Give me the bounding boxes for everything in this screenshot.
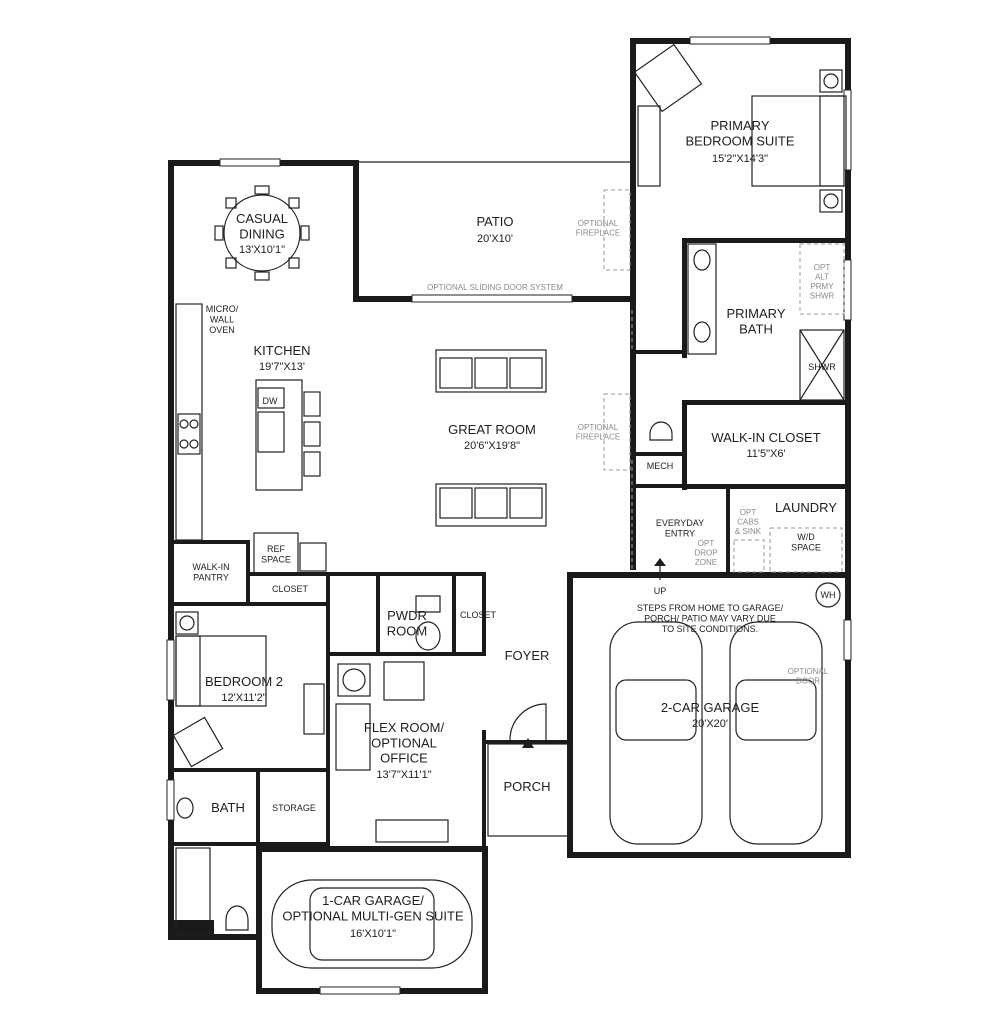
dim-casual-dining: 13'X10'1" xyxy=(239,244,285,256)
label-wh: WH xyxy=(821,590,836,600)
dim-great-room: 20'6"X19'8" xyxy=(464,440,520,452)
interior-walls xyxy=(174,161,850,850)
label-porch: PORCH xyxy=(504,779,551,794)
label-up: UP xyxy=(654,586,667,596)
note-optional-sliding-door: OPTIONAL SLIDING DOOR SYSTEM xyxy=(427,283,563,292)
windows xyxy=(166,36,852,995)
label-walk-in-closet: WALK-IN CLOSET xyxy=(711,430,820,445)
label-patio: PATIO xyxy=(476,214,513,229)
label-bath: BATH xyxy=(211,800,245,815)
label-1-car-garage: 1-CAR GARAGE/OPTIONAL MULTI-GEN SUITE xyxy=(282,893,464,923)
label-closet-right: CLOSET xyxy=(460,610,497,620)
dim-2-car-garage: 20'X20' xyxy=(692,718,728,730)
dim-kitchen: 19'7"X13' xyxy=(259,361,305,373)
dim-1-car-garage: 16'X10'1" xyxy=(350,928,396,940)
label-shwr: SHWR xyxy=(808,362,836,372)
label-closet-left: CLOSET xyxy=(272,584,309,594)
label-laundry: LAUNDRY xyxy=(775,500,837,515)
fixtures xyxy=(172,43,847,969)
label-dw: DW xyxy=(263,396,278,406)
label-storage: STORAGE xyxy=(272,803,316,813)
label-2-car-garage: 2-CAR GARAGE xyxy=(661,700,760,715)
dim-patio: 20'X10' xyxy=(477,233,513,245)
dim-bedroom-2: 12'X11'2" xyxy=(221,692,266,704)
label-foyer: FOYER xyxy=(505,648,550,663)
label-bedroom-2: BEDROOM 2 xyxy=(205,674,283,689)
label-great-room: GREAT ROOM xyxy=(448,422,536,437)
dim-primary-bedroom: 15'2"X14'3" xyxy=(712,153,768,165)
note-steps: STEPS FROM HOME TO GARAGE/PORCH/ PATIO M… xyxy=(637,603,784,634)
dim-flex-room: 13'7"X11'1" xyxy=(376,769,431,781)
label-mech: MECH xyxy=(647,461,674,471)
label-kitchen: KITCHEN xyxy=(253,343,310,358)
dim-walk-in-closet: 11'5"X6' xyxy=(746,448,785,460)
